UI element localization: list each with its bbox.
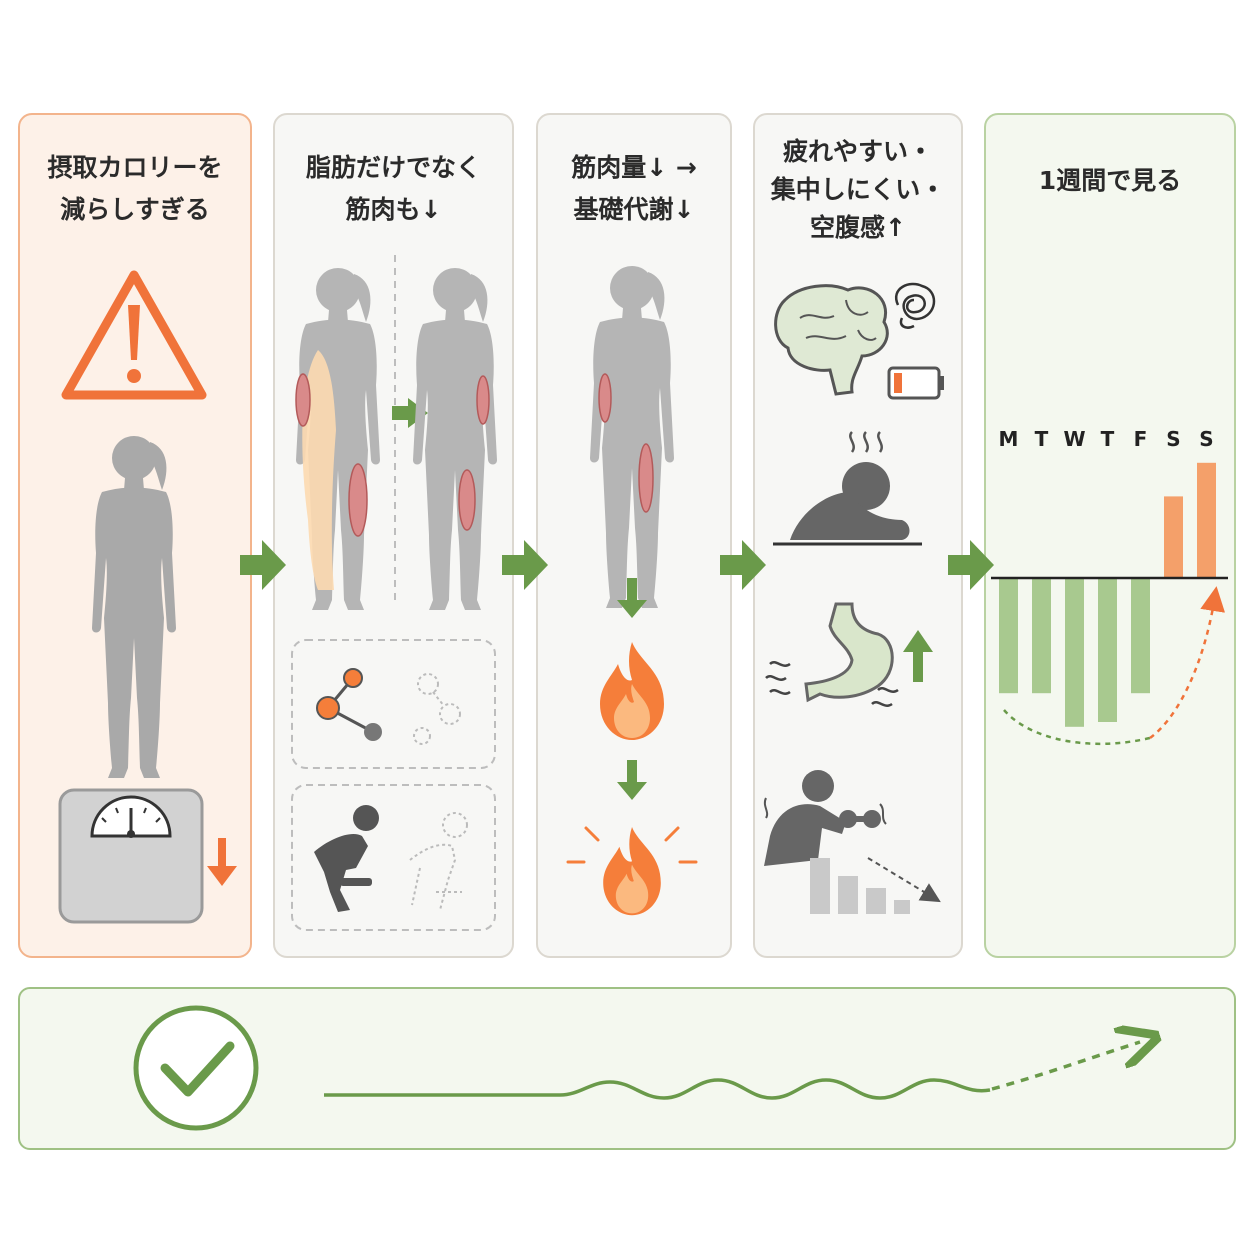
day-label: F: [1134, 427, 1148, 451]
panel-title: 摂取カロリーを 減らしすぎる: [20, 147, 250, 231]
day-label: T: [1101, 427, 1115, 451]
day-label: S: [1166, 427, 1180, 451]
weightlifting-icon-box: [291, 784, 496, 931]
deficit-trend-curve: [1003, 709, 1151, 746]
weak-lifting-icon: [763, 770, 887, 866]
title-line: 減らしすぎる: [60, 195, 210, 224]
panel-weekly-view: 1週間で見る: [984, 113, 1236, 958]
arrow-up-icon: [903, 630, 933, 682]
molecule-icon-box: [291, 639, 496, 769]
day-label: W: [1063, 427, 1085, 451]
warning-icon: [61, 270, 207, 400]
woman-silhouette: [92, 436, 176, 778]
title-line: 筋肉も↓: [345, 195, 442, 224]
panel-metabolism-drop: 筋肉量↓ → 基礎代謝↓: [536, 113, 732, 958]
tangled-thought-icon: [894, 282, 936, 329]
flow-arrows: [240, 540, 994, 590]
day-label: T: [1035, 427, 1049, 451]
title-line: 1週間で見る: [1038, 166, 1182, 195]
flow-arrow-icon: [502, 540, 548, 590]
flow-arrow-icon: [948, 540, 994, 590]
chart-bar: [999, 578, 1018, 694]
day-label: S: [1199, 427, 1213, 451]
chart-bar: [1131, 578, 1150, 694]
flame-icon: [600, 642, 664, 740]
panel-title: 脂肪だけでなく 筋肉も↓: [275, 147, 512, 231]
panel-title: 疲れやすい・ 集中しにくい・ 空腹感↑: [755, 133, 961, 247]
woman-silhouette: [590, 266, 674, 608]
arrow-down-icon: [207, 838, 237, 886]
chart-bar: [1098, 578, 1117, 722]
low-battery-icon: [887, 366, 944, 400]
flame-icon-small: [566, 826, 698, 916]
title-line: 基礎代謝↓: [573, 195, 695, 224]
title-line: 集中しにくい・: [770, 175, 946, 204]
rebound-trend-arrow: [1149, 586, 1226, 740]
arrow-down-icon: [617, 578, 647, 618]
woman-silhouette-thin: [413, 268, 497, 610]
chart-bar: [1164, 496, 1183, 578]
flow-arrow-icon: [240, 540, 286, 590]
title-line: 筋肉量↓ →: [571, 153, 697, 182]
stomach-icon: [765, 602, 899, 707]
chart-bar: [1032, 578, 1051, 694]
check-circle-icon: [133, 1005, 259, 1131]
future-trend-arrow: [991, 1042, 1140, 1091]
title-line: 脂肪だけでなく: [305, 153, 481, 182]
steady-progress-line: [324, 1078, 991, 1100]
woman-silhouette-with-fat: [295, 268, 380, 610]
panel-title: 1週間で見る: [986, 160, 1234, 202]
declining-bars-icon: [810, 857, 941, 914]
chart-bar: [1197, 462, 1216, 578]
title-line: 空腹感↑: [810, 213, 906, 242]
tired-person-icon: [773, 431, 922, 546]
title-line: 疲れやすい・: [782, 137, 933, 166]
flow-arrow-icon: [720, 540, 766, 590]
panel-title: 筋肉量↓ → 基礎代謝↓: [538, 147, 730, 231]
scale-icon: [58, 788, 204, 924]
day-label: M: [999, 427, 1019, 451]
chart-bar: [1065, 578, 1084, 727]
arrow-down-icon: [617, 760, 647, 800]
brain-icon: [774, 284, 889, 396]
title-line: 摂取カロリーを: [47, 153, 223, 182]
